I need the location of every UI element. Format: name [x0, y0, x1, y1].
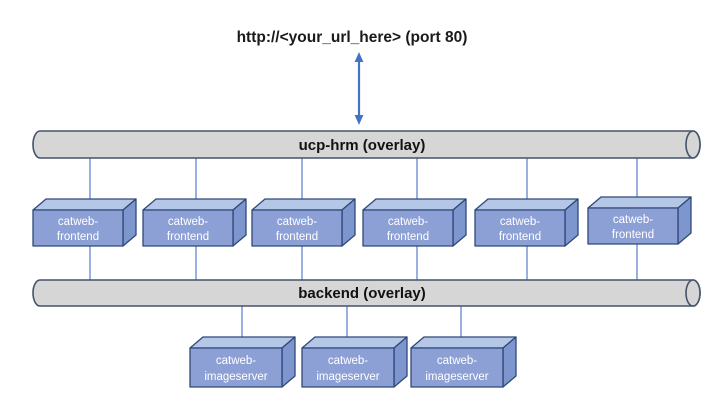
node-top-face [301, 336, 408, 349]
node-label-line2: imageserver [425, 371, 488, 383]
network-pipe-cap [685, 130, 701, 159]
ucp-hrm-overlay-network: ucp-hrm (overlay) [32, 130, 701, 159]
frontend-node-4: catweb- frontend [362, 198, 467, 247]
node-label-line2: frontend [612, 229, 654, 241]
node-top-face [251, 198, 356, 211]
backend-overlay-network: backend (overlay) [32, 279, 701, 307]
node-label-line1: catweb- [388, 216, 428, 228]
node-label-line1: catweb- [613, 214, 653, 226]
imageserver-node-3: catweb- imageserver [410, 336, 517, 388]
node-label-line2: frontend [167, 231, 209, 243]
frontend-node-1: catweb- frontend [32, 198, 137, 247]
node-top-face [32, 198, 137, 211]
node-label-line1: catweb- [277, 216, 317, 228]
node-front-face [251, 209, 343, 247]
network-label: ucp-hrm (overlay) [299, 137, 426, 154]
node-label-line2: frontend [57, 231, 99, 243]
frontend-node-2: catweb- frontend [142, 198, 247, 247]
node-label-line2: frontend [276, 231, 318, 243]
node-label-line1: catweb- [58, 216, 98, 228]
arrow-head-up [354, 52, 364, 62]
node-top-face [410, 336, 517, 349]
node-top-face [189, 336, 296, 349]
frontend-node-6: catweb- frontend [587, 196, 692, 245]
frontend-node-5: catweb- frontend [474, 198, 579, 247]
bidirectional-arrow-icon [354, 52, 364, 125]
frontend-node-3: catweb- frontend [251, 198, 356, 247]
node-top-face [362, 198, 467, 211]
node-front-face [301, 347, 395, 388]
network-pipe-cap [685, 279, 701, 307]
node-front-face [587, 207, 679, 245]
node-front-face [410, 347, 504, 388]
url-label: http://<your_url_here> (port 80) [237, 29, 468, 46]
arrow-head-down [354, 115, 364, 125]
node-label-line1: catweb- [168, 216, 208, 228]
node-label-line1: catweb- [437, 355, 477, 367]
node-label-line1: catweb- [328, 355, 368, 367]
imageserver-node-1: catweb- imageserver [189, 336, 296, 388]
network-label: backend (overlay) [298, 285, 426, 302]
node-front-face [189, 347, 283, 388]
node-label-line2: frontend [499, 231, 541, 243]
node-top-face [142, 198, 247, 211]
node-front-face [142, 209, 234, 247]
node-front-face [362, 209, 454, 247]
node-front-face [474, 209, 566, 247]
node-top-face [474, 198, 579, 211]
node-label-line1: catweb- [216, 355, 256, 367]
imageserver-node-2: catweb- imageserver [301, 336, 408, 388]
node-top-face [587, 196, 692, 209]
node-label-line2: frontend [387, 231, 429, 243]
node-label-line2: imageserver [316, 371, 379, 383]
node-front-face [32, 209, 124, 247]
node-label-line1: catweb- [500, 216, 540, 228]
node-label-line2: imageserver [204, 371, 267, 383]
